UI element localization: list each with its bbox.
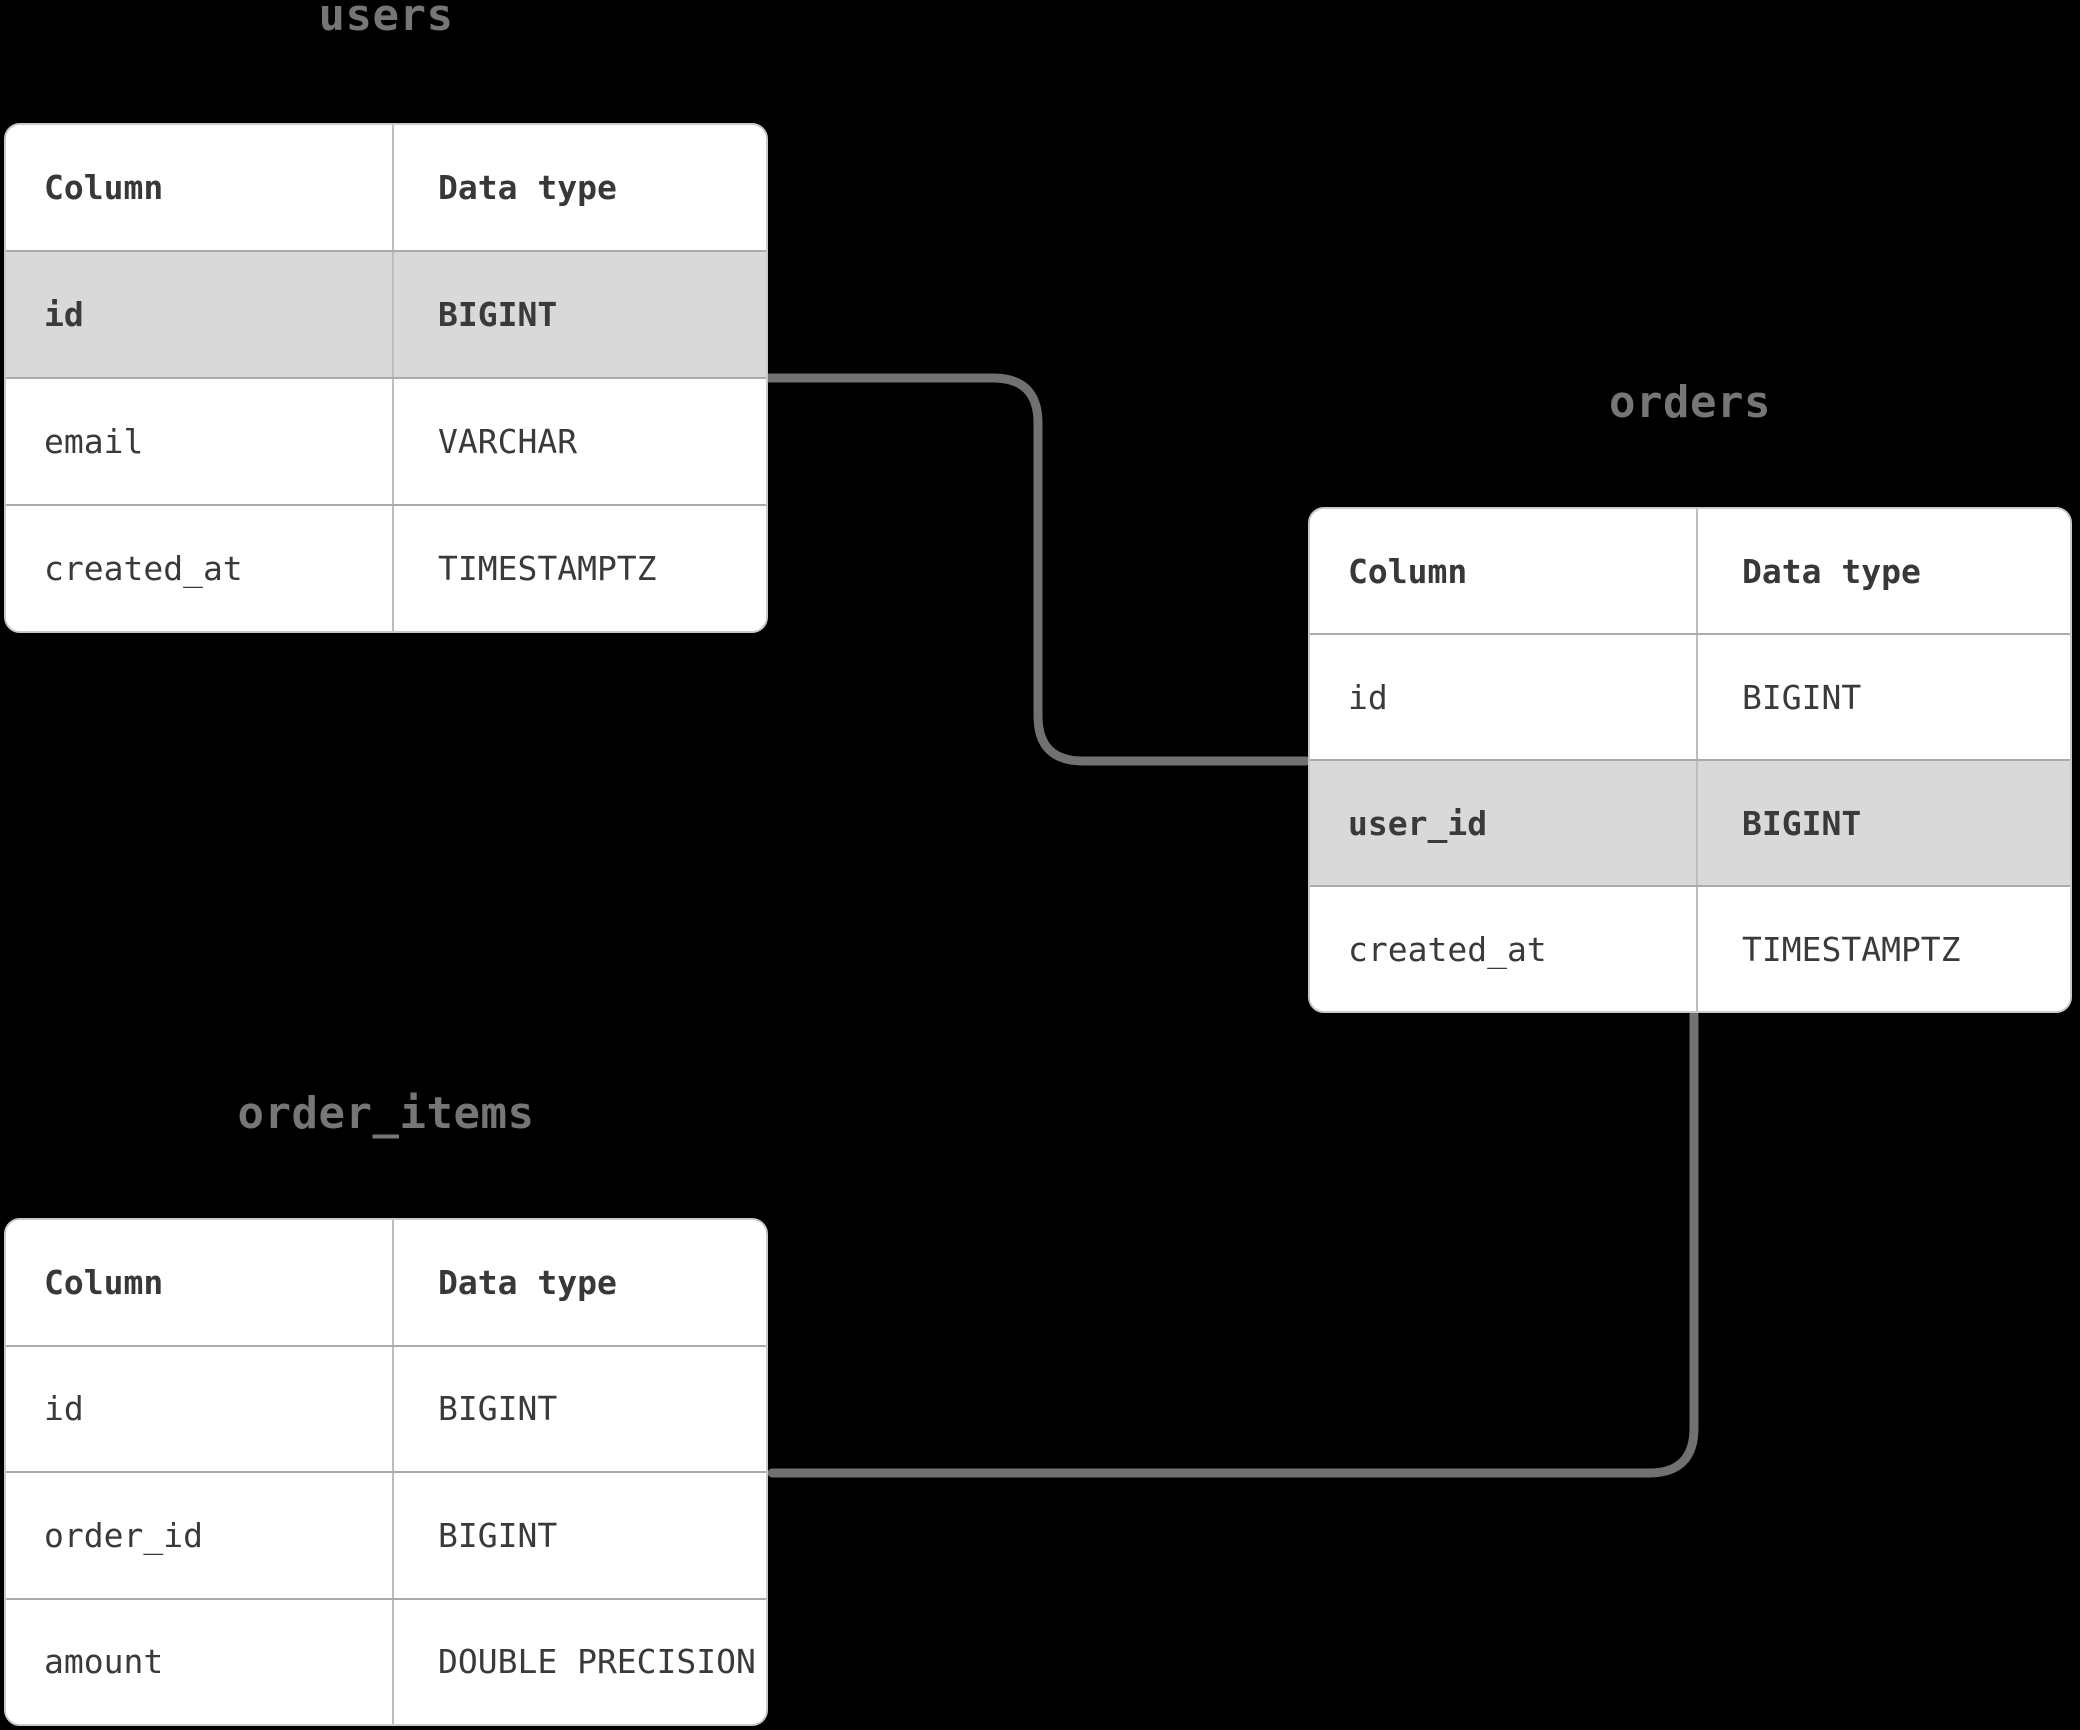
users-header-column: Column bbox=[44, 168, 164, 207]
column-name-cell: user_id bbox=[1348, 803, 1488, 843]
users-header-row: Column Data type bbox=[6, 125, 766, 250]
data-type-cell: TIMESTAMPTZ bbox=[392, 506, 766, 631]
users-header-datatype: Data type bbox=[392, 125, 766, 250]
connector-orders-id-to-order-items-order-id bbox=[767, 1010, 1699, 1478]
column-name-cell: order_id bbox=[44, 1515, 203, 1555]
column-name-cell: created_at bbox=[44, 549, 243, 588]
data-type-cell: BIGINT bbox=[392, 252, 766, 377]
orders-row-created-at: created_at TIMESTAMPTZ bbox=[1310, 885, 2070, 1011]
data-type-cell: DOUBLE PRECISION bbox=[392, 1599, 766, 1724]
order-items-header-datatype: Data type bbox=[392, 1220, 766, 1345]
column-name-cell: email bbox=[44, 422, 144, 461]
table-users: Column Data type id BIGINT email VARCHAR… bbox=[4, 123, 768, 633]
data-type-cell: BIGINT bbox=[1696, 635, 2070, 759]
data-type-cell: BIGINT bbox=[392, 1346, 766, 1471]
users-row-email: email VARCHAR bbox=[6, 377, 766, 504]
column-name-cell: id bbox=[44, 295, 84, 334]
column-name-cell: id bbox=[1348, 677, 1388, 717]
data-type-cell: BIGINT bbox=[392, 1473, 766, 1598]
table-order-items: Column Data type id BIGINT order_id BIGI… bbox=[4, 1218, 768, 1726]
order-items-row-id: id BIGINT bbox=[6, 1344, 766, 1471]
column-name-cell: amount bbox=[44, 1642, 164, 1682]
order-items-header-column: Column bbox=[44, 1262, 164, 1302]
column-name-cell: id bbox=[44, 1389, 84, 1429]
orders-row-user-id: user_id BIGINT bbox=[1310, 759, 2070, 885]
table-title-orders: orders bbox=[1609, 377, 1771, 428]
orders-header-row: Column Data type bbox=[1310, 509, 2070, 633]
orders-row-id: id BIGINT bbox=[1310, 633, 2070, 759]
users-row-id: id BIGINT bbox=[6, 250, 766, 377]
orders-header-datatype: Data type bbox=[1696, 509, 2070, 633]
data-type-cell: TIMESTAMPTZ bbox=[1696, 887, 2070, 1011]
order-items-row-order-id: order_id BIGINT bbox=[6, 1471, 766, 1598]
order-items-header-row: Column Data type bbox=[6, 1220, 766, 1345]
table-title-users: users bbox=[318, 0, 454, 41]
table-title-order-items: order_items bbox=[237, 1088, 535, 1139]
data-type-cell: VARCHAR bbox=[392, 379, 766, 504]
order-items-row-amount: amount DOUBLE PRECISION bbox=[6, 1597, 766, 1724]
column-name-cell: created_at bbox=[1348, 929, 1547, 969]
table-orders: Column Data type id BIGINT user_id BIGIN… bbox=[1308, 507, 2072, 1013]
connector-users-id-to-orders-user-id bbox=[763, 373, 1311, 766]
users-row-created-at: created_at TIMESTAMPTZ bbox=[6, 504, 766, 631]
orders-header-column: Column bbox=[1348, 551, 1468, 591]
data-type-cell: BIGINT bbox=[1696, 761, 2070, 885]
